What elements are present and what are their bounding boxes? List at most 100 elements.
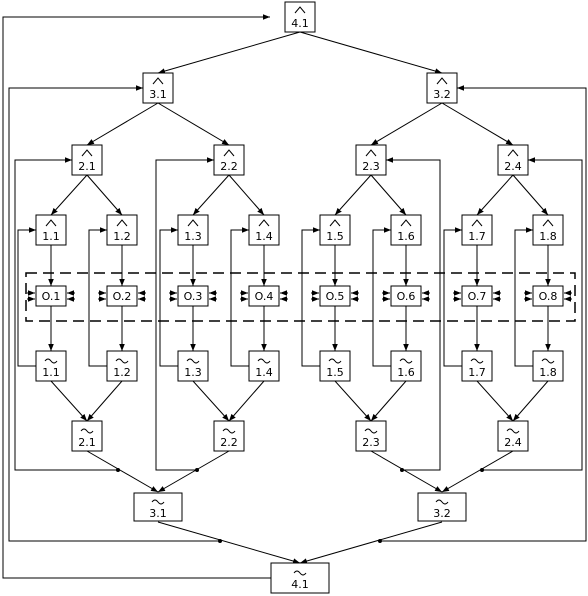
feedback-loop-level-3	[8, 85, 220, 542]
edge-top-3-2	[441, 102, 514, 146]
node-bottom-1-8-box	[532, 350, 564, 382]
tilde-symbol	[80, 428, 94, 434]
node-bottom-1-8: 1.8	[532, 350, 564, 382]
node-bottom-1-5: 1.5	[319, 350, 351, 382]
operator-box	[177, 285, 209, 307]
edge-bottom-2-3	[441, 450, 514, 493]
node-bottom-4-1: 4.1	[270, 562, 330, 594]
edge-top-3-2	[86, 102, 159, 146]
node-bottom-2-1: 2.1	[71, 420, 103, 452]
edge-bottom-3-4	[299, 521, 443, 564]
node-top-2-2-label: 2.2	[220, 160, 238, 173]
node-bottom-3-2: 3.2	[417, 492, 467, 522]
wedge-symbol	[365, 149, 377, 157]
wedge-symbol	[471, 219, 483, 227]
feedback-loop-level-2	[482, 157, 583, 471]
edge-bottom-1-2	[228, 380, 265, 422]
node-bottom-3-1: 3.1	[133, 492, 183, 522]
operator-node: O.6	[382, 285, 430, 307]
node-bottom-1-7-label: 1.7	[468, 366, 486, 379]
tilde-symbol	[222, 428, 236, 434]
node-bottom-1-2-box	[106, 350, 138, 382]
edge-bottom-1-2	[512, 380, 549, 422]
operator-label: O.1	[42, 290, 61, 303]
wedge-symbol	[436, 77, 448, 85]
node-top-1-8: 1.8	[532, 214, 564, 246]
edge-top-2-1	[512, 174, 549, 216]
node-top-2-4: 2.4	[497, 144, 529, 176]
node-bottom-3-1-label: 3.1	[149, 507, 167, 520]
edge-top-3-2	[157, 102, 230, 146]
tilde-symbol	[506, 428, 520, 434]
feedback-loop-level-1	[230, 227, 249, 367]
edge-top-3-2	[370, 102, 443, 146]
feedback-loop-level-2	[14, 157, 118, 471]
operator-box	[35, 285, 67, 307]
edge-bottom-1-2	[86, 380, 123, 422]
node-bottom-3-1-box	[133, 492, 183, 522]
edge-top-2-1	[192, 174, 230, 216]
feedback-loop-level-2	[155, 157, 214, 471]
edge-bottom-1-2	[50, 380, 88, 422]
node-top-1-2: 1.2	[106, 214, 138, 246]
operator-box	[461, 285, 493, 307]
wedge-symbol	[116, 219, 128, 227]
node-top-2-4-label: 2.4	[504, 160, 522, 173]
node-bottom-2-4-label: 2.4	[504, 436, 522, 449]
node-bottom-1-6: 1.6	[390, 350, 422, 382]
edge-top-4-3	[157, 31, 301, 74]
wedge-symbol	[81, 149, 93, 157]
node-bottom-1-5-box	[319, 350, 351, 382]
node-bottom-3-2-label: 3.2	[433, 507, 451, 520]
operator-label: O.4	[255, 290, 274, 303]
wedge-symbol	[152, 77, 164, 85]
node-bottom-2-1-box	[71, 420, 103, 452]
node-top-1-4: 1.4	[248, 214, 280, 246]
node-top-1-7-label: 1.7	[468, 230, 486, 243]
node-bottom-1-1: 1.1	[35, 350, 67, 382]
node-top-1-8-label: 1.8	[539, 230, 557, 243]
feedback-loop-level-1	[301, 227, 320, 367]
wedge-symbol	[542, 219, 554, 227]
tilde-symbol	[470, 358, 484, 364]
tilde-symbol	[364, 428, 378, 434]
node-bottom-1-1-label: 1.1	[42, 366, 60, 379]
tilde-symbol	[328, 358, 342, 364]
edge-bottom-1-2	[334, 380, 372, 422]
operator-label: O.2	[113, 290, 132, 303]
node-bottom-3-2-box	[417, 492, 467, 522]
node-top-2-1: 2.1	[71, 144, 103, 176]
node-top-2-2: 2.2	[213, 144, 245, 176]
edge-bottom-1-2	[476, 380, 514, 422]
node-bottom-1-2-label: 1.2	[113, 366, 131, 379]
node-bottom-1-7-box	[461, 350, 493, 382]
operator-box	[390, 285, 422, 307]
operator-dashed-frame	[25, 272, 576, 322]
wedge-symbol	[294, 6, 306, 14]
node-top-1-1-label: 1.1	[42, 230, 60, 243]
operator-label: O.7	[468, 290, 487, 303]
edge-bottom-3-4	[157, 521, 301, 564]
edge-top-2-1	[476, 174, 514, 216]
node-bottom-1-3: 1.3	[177, 350, 209, 382]
node-top-1-3-label: 1.3	[184, 230, 202, 243]
node-top-3-1: 3.1	[142, 72, 174, 104]
operator-node: O.4	[240, 285, 288, 307]
feedback-loop-level-4	[2, 14, 276, 579]
node-bottom-1-5-label: 1.5	[326, 366, 344, 379]
node-bottom-1-6-label: 1.6	[397, 366, 415, 379]
edge-top-2-1	[370, 174, 407, 216]
wedge-symbol	[187, 219, 199, 227]
operator-node: O.1	[27, 285, 75, 307]
node-bottom-1-1-box	[35, 350, 67, 382]
connection-lines	[2, 14, 587, 579]
wedge-symbol	[258, 219, 270, 227]
tilde-symbol	[115, 358, 129, 364]
operator-node: O.2	[98, 285, 146, 307]
operator-node: O.7	[453, 285, 501, 307]
operator-label: O.3	[184, 290, 203, 303]
node-bottom-2-2-box	[213, 420, 245, 452]
node-bottom-4-1-box	[270, 562, 330, 594]
